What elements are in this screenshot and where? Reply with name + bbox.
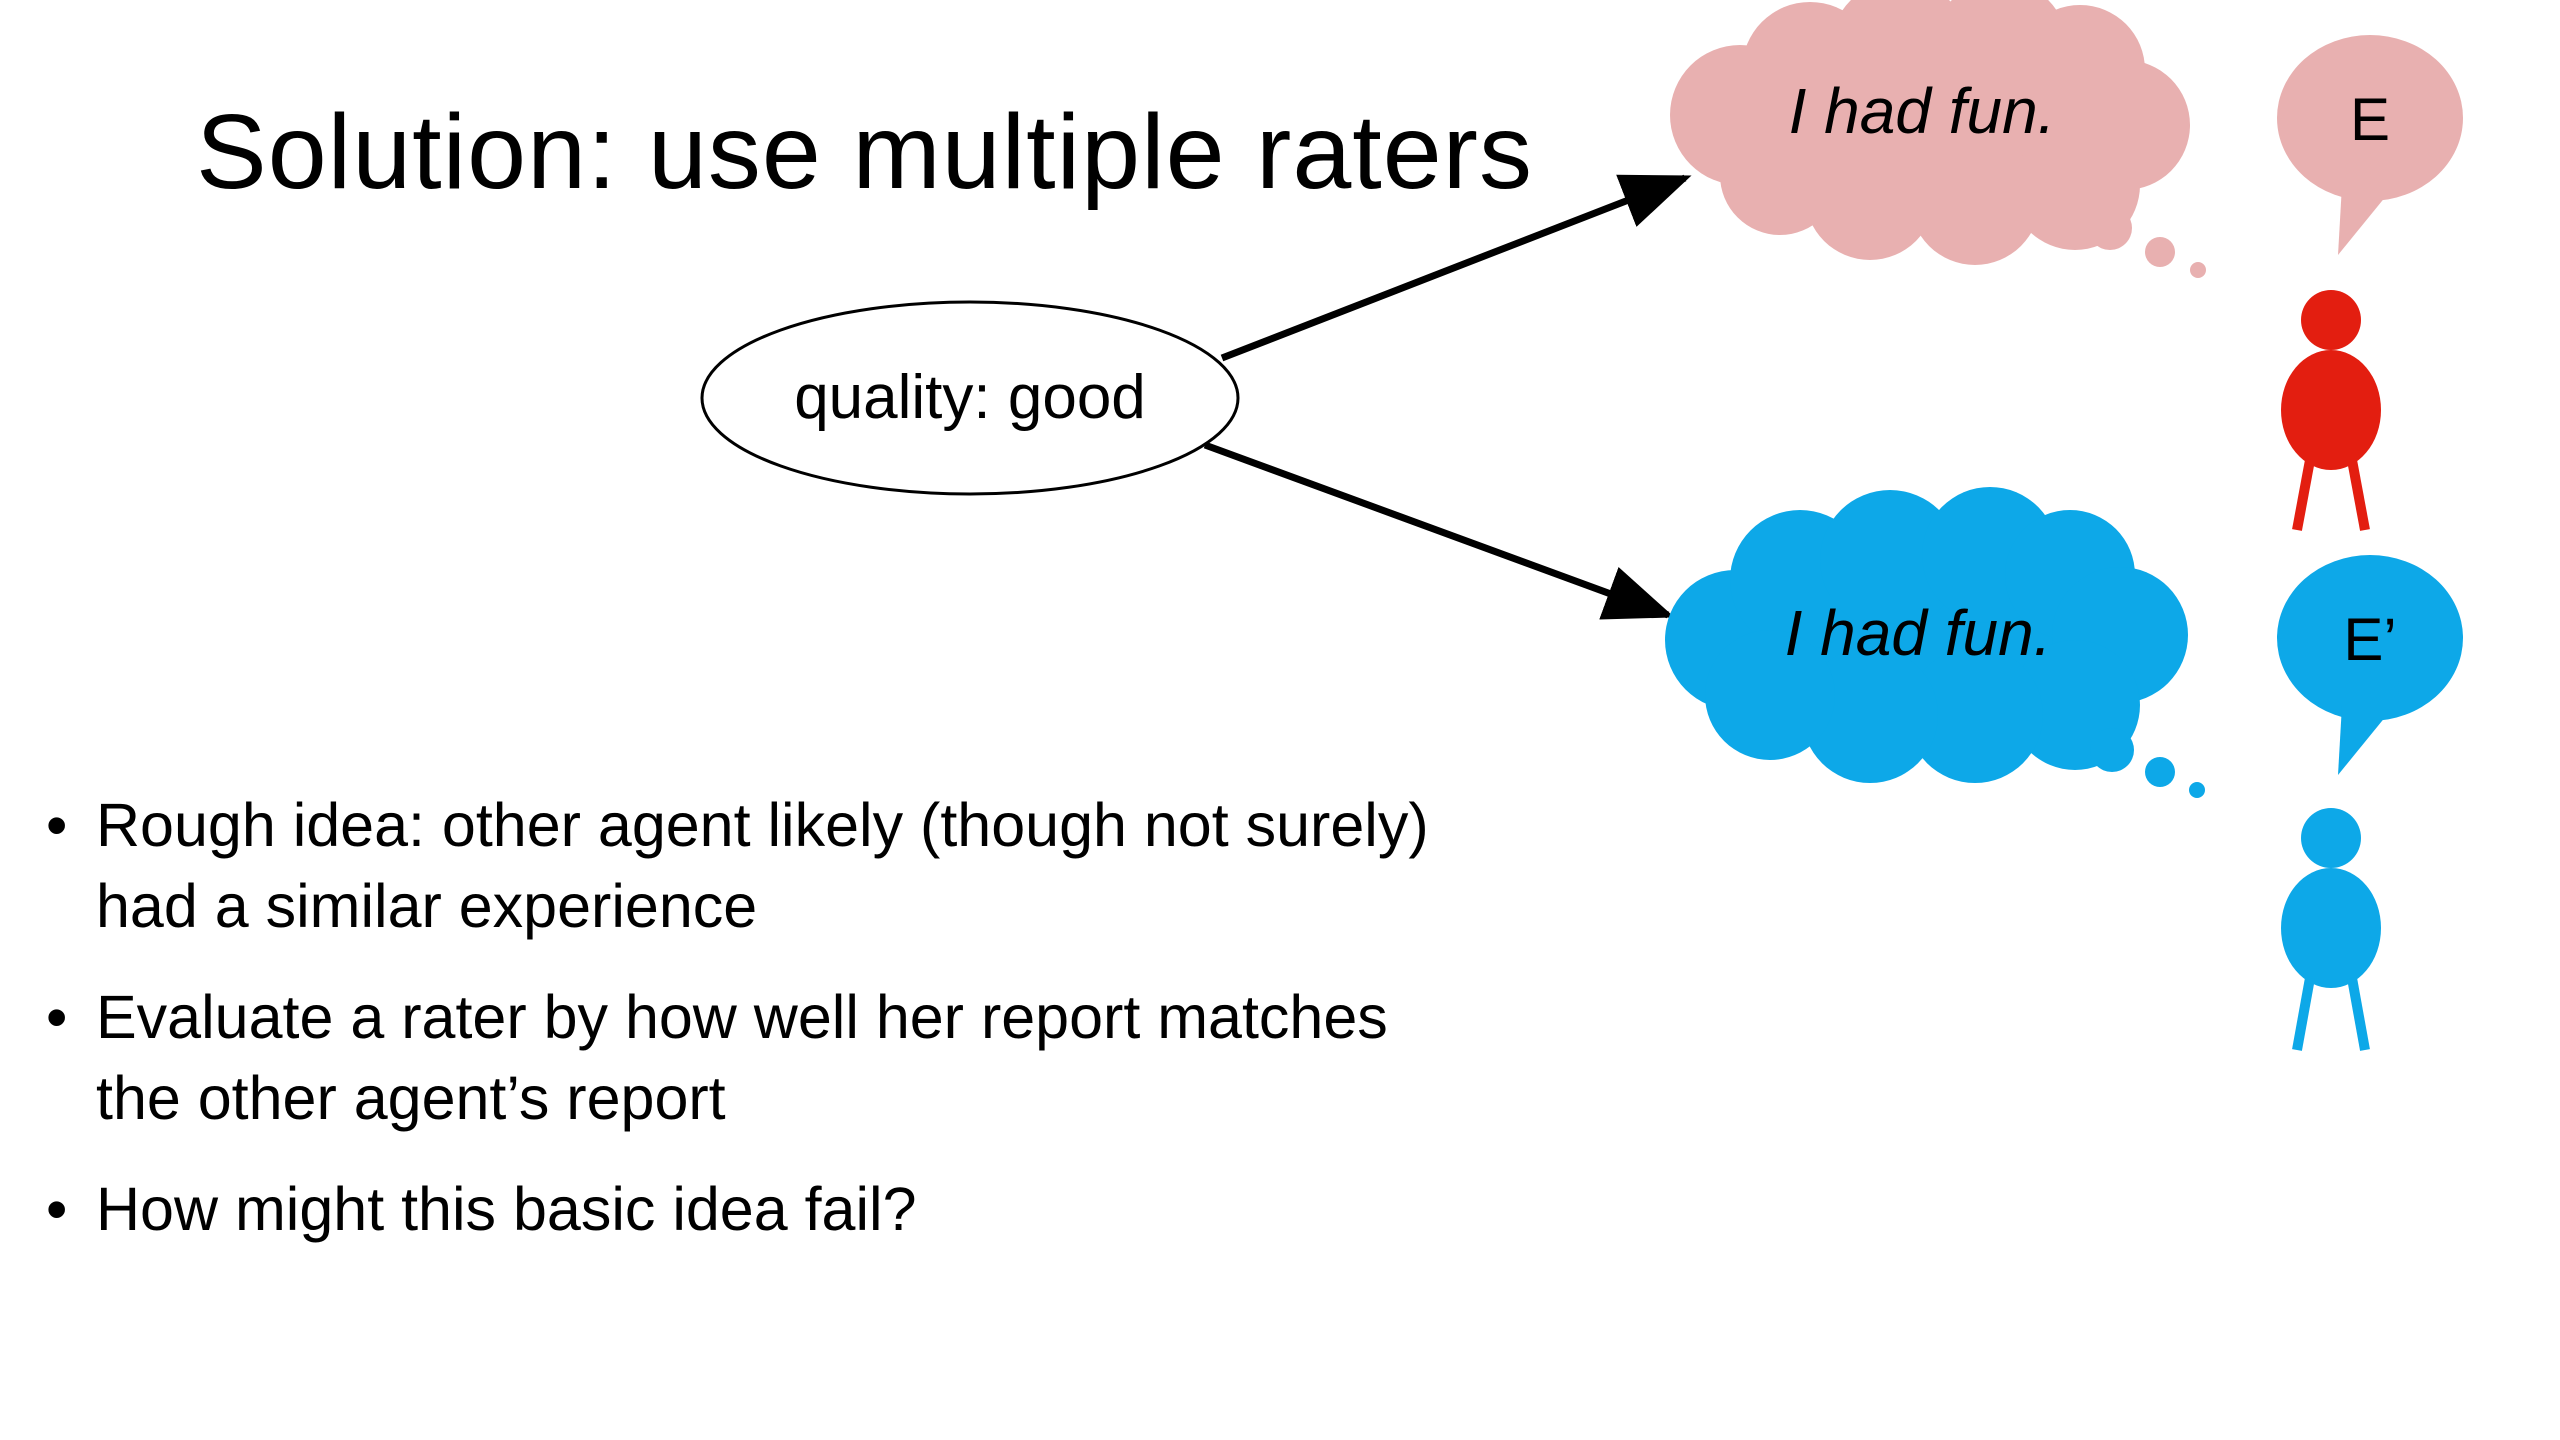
bullet-item: • Evaluate a rater by how well her repor… [46,977,1686,1139]
bullet-line: the other agent’s report [96,1064,726,1132]
quality-node-label: quality: good [794,363,1146,432]
thought-cloud-e-prime [1665,487,2205,798]
thought-cloud-e [1670,0,2206,278]
rater-e: I had fun. E [1670,0,2463,531]
bullet-line: Evaluate a rater by how well her report … [96,983,1388,1051]
bullet-line: Rough idea: other agent likely (though n… [96,791,1429,859]
thought-text-e: I had fun. [1789,75,2056,147]
bullet-symbol: • [46,1175,68,1243]
quality-node-ellipse [700,300,1240,496]
bullet-list: • Rough idea: other agent likely (though… [46,785,1686,1280]
person-e-prime-icon [2281,808,2381,1051]
arrow-to-top-cloud [1220,174,1692,362]
bullet-symbol: • [46,791,68,859]
slide-title: Solution: use multiple raters [196,93,1533,211]
quality-node: quality: good [700,300,1240,496]
bullet-item: • How might this basic idea fail? [46,1169,1686,1250]
speech-text-e: E [2350,86,2390,153]
speech-bubble-e-prime [2277,555,2463,775]
thought-text-e-prime: I had fun. [1785,597,2052,669]
rater-e-prime: I had fun. E’ [1665,487,2463,1051]
bullet-line: How might this basic idea fail? [96,1175,917,1243]
bullet-line: had a similar experience [96,872,758,940]
person-e-icon [2281,290,2381,531]
arrow-to-bottom-cloud [1203,441,1675,620]
speech-text-e-prime: E’ [2343,606,2396,673]
bullet-symbol: • [46,983,68,1051]
bullet-item: • Rough idea: other agent likely (though… [46,785,1686,947]
speech-bubble-e [2277,35,2463,255]
